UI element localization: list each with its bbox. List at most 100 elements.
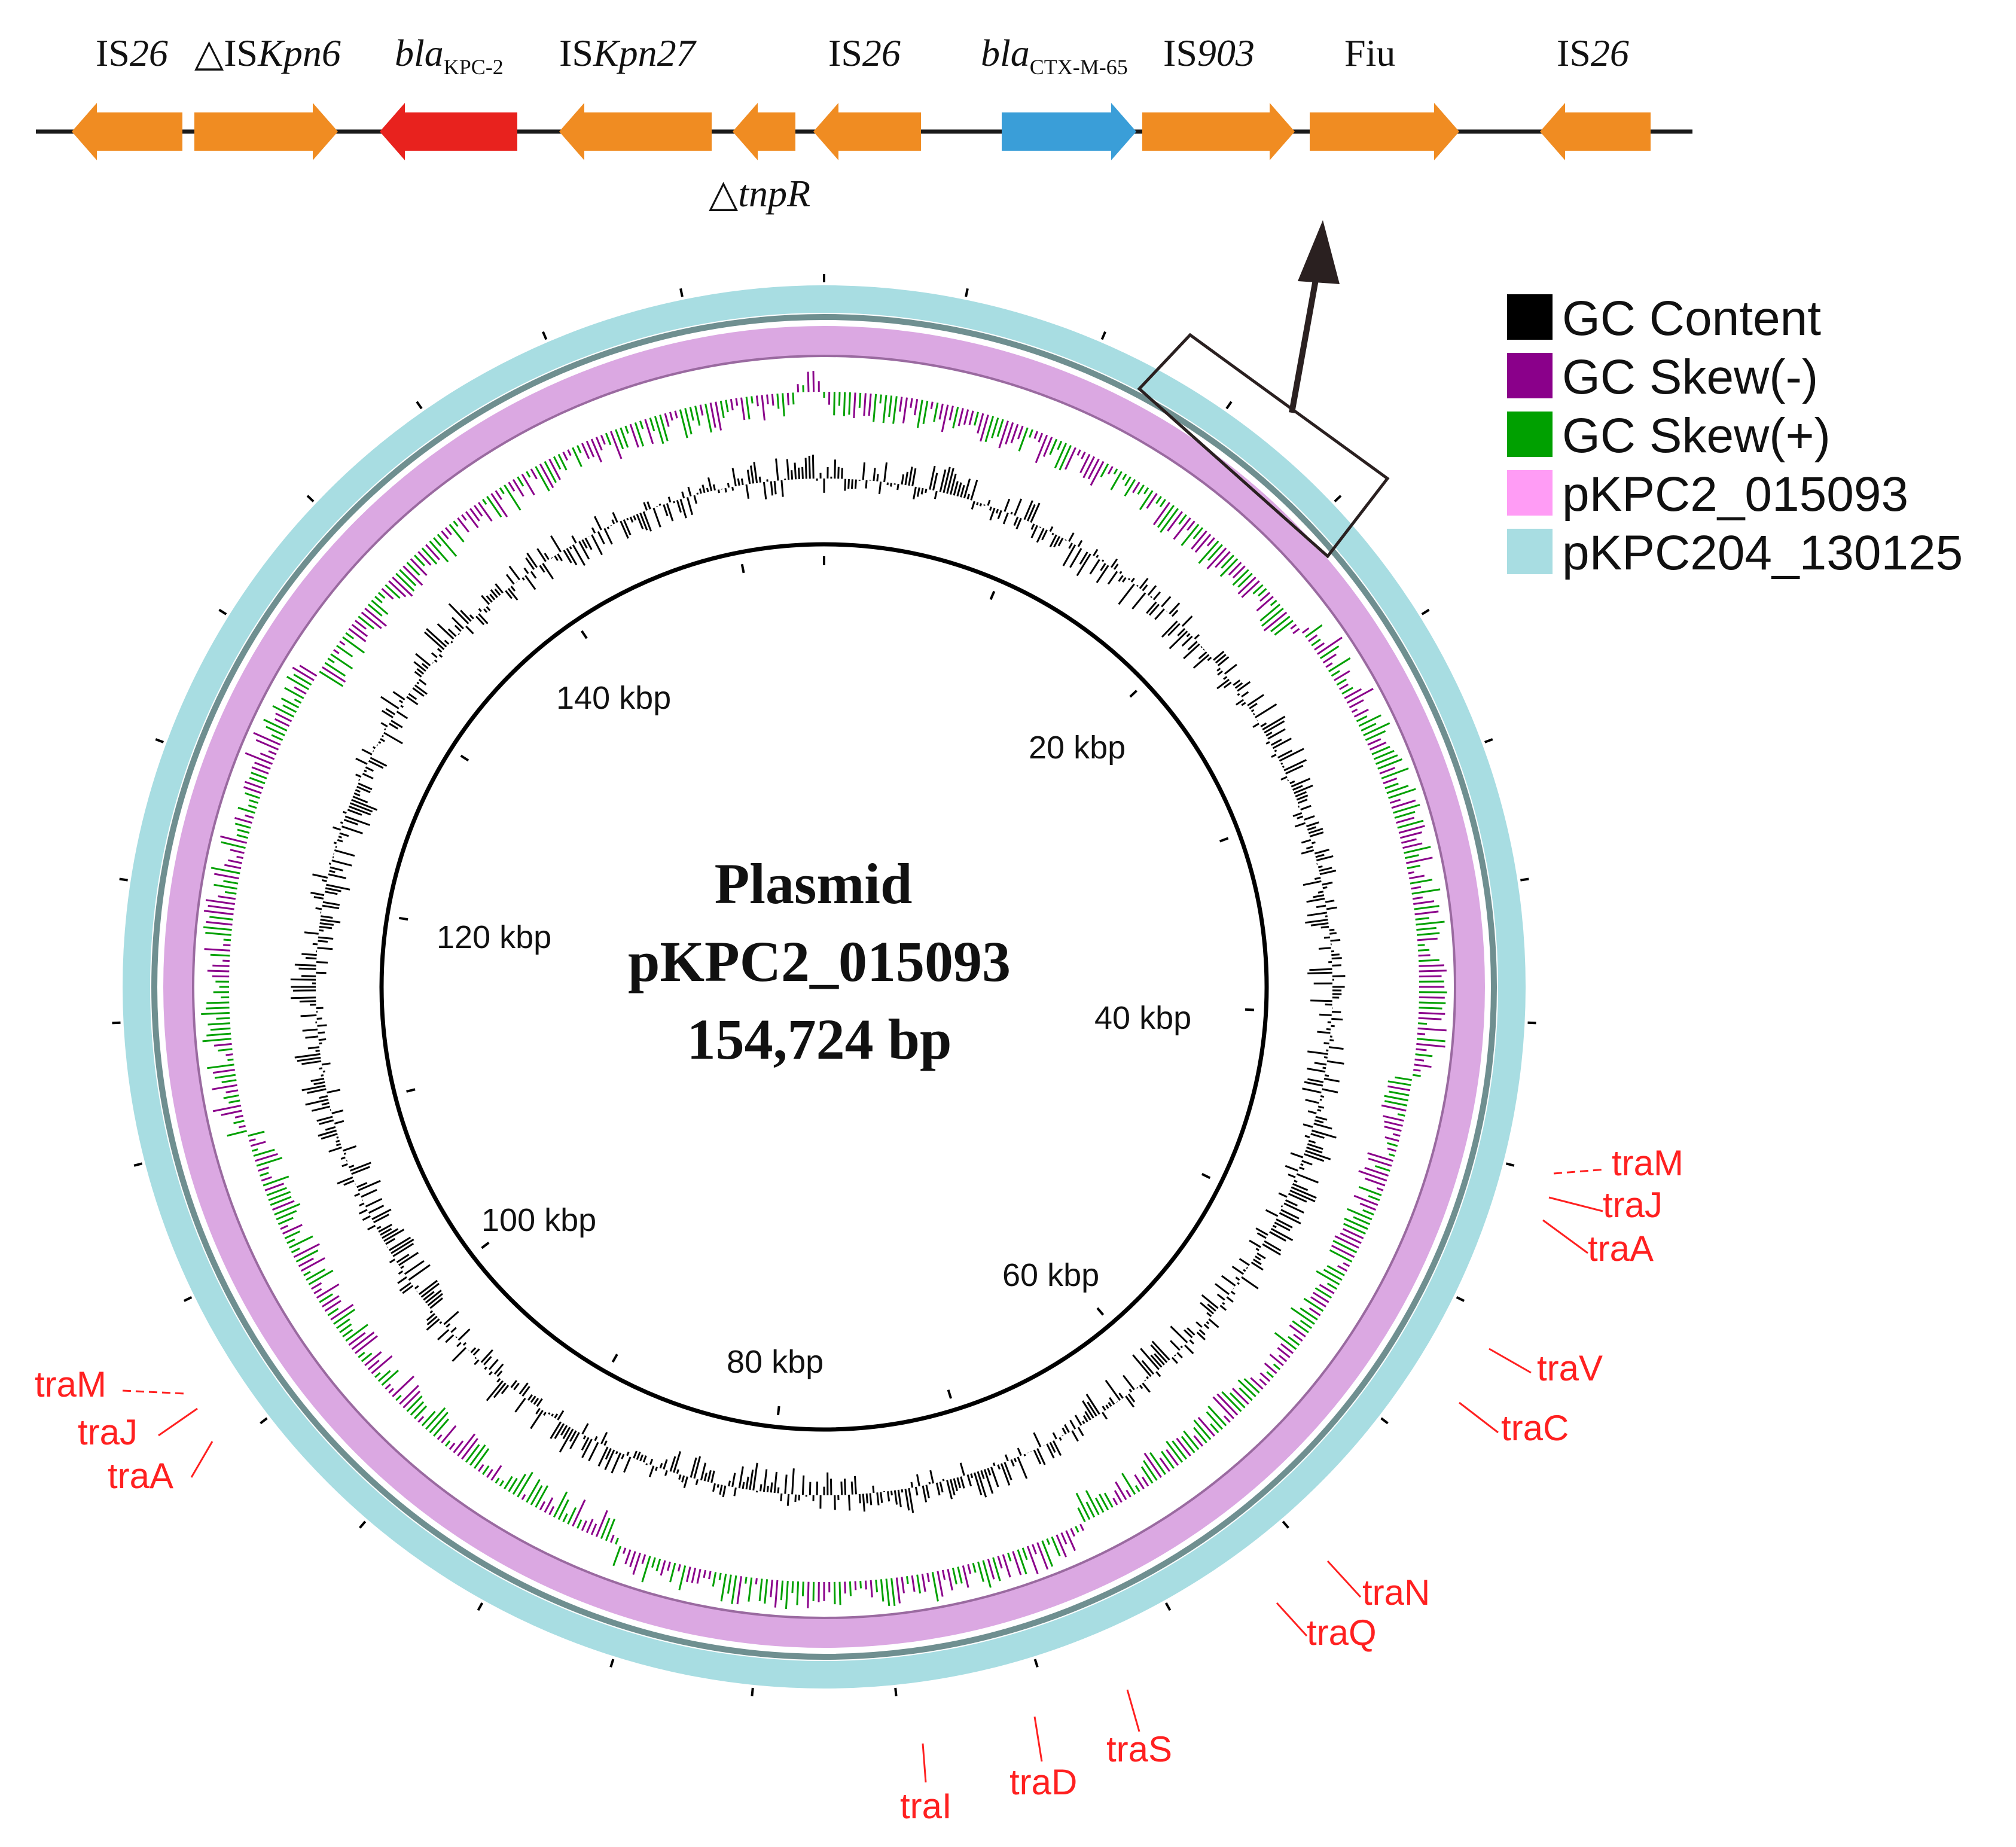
outer-tick [260, 1417, 268, 1425]
outer-tick [359, 1520, 367, 1529]
gene-arrows [72, 103, 1651, 160]
legend-label-gc-content: GC Content [1562, 291, 1821, 346]
kbp-label-20: 20 kbp [1029, 730, 1126, 766]
tra-label-tram-left: traM [35, 1364, 106, 1404]
outer-tick [1225, 401, 1233, 410]
leader-traj-right [1548, 1196, 1603, 1212]
outer-ticks [112, 274, 1536, 1697]
gene-label-bla-ctx: blaCTX-M-65 [981, 32, 1128, 79]
outer-tick [965, 288, 969, 297]
leader-traq [1276, 1602, 1308, 1637]
gene-label-is903: IS903 [1163, 32, 1255, 74]
ring-pkpc2-015093-inner [192, 355, 1456, 1619]
legend-label-pkpc204: pKPC204_130125 [1562, 526, 1963, 580]
inner-tick [1129, 690, 1137, 698]
highlight-arrow-shaft [1289, 263, 1322, 413]
plasmid-title-line2: pKPC2_015093 [628, 929, 1011, 993]
outer-tick [306, 495, 315, 502]
gene-arrow-6 [1002, 103, 1136, 160]
inner-ticks [398, 556, 1255, 1416]
gene-arrow-2 [380, 103, 517, 160]
outer-tick [1520, 877, 1529, 882]
gc-skew-positive [201, 385, 1447, 1610]
inner-tick [581, 630, 588, 639]
outer-tick [416, 401, 423, 410]
outer-tick [1282, 1520, 1289, 1529]
tra-label-tras: traS [1106, 1729, 1172, 1769]
outer-tick [1484, 738, 1493, 743]
leader-tram-right [1553, 1168, 1606, 1175]
outer-tick [183, 1296, 193, 1302]
legend-label-gc-skew-neg: GC Skew(-) [1562, 350, 1818, 404]
gene-label-is26-3: IS26 [1557, 32, 1629, 74]
inner-tick [1096, 1307, 1105, 1316]
legend-swatch-gc-skew-pos [1507, 412, 1553, 457]
leader-tras [1126, 1689, 1140, 1732]
legend-label-gc-skew-pos: GC Skew(+) [1562, 409, 1831, 463]
gc-content-track [290, 455, 1346, 1513]
gc-skew-negative [203, 371, 1447, 1608]
inner-tick [740, 563, 745, 574]
leader-trac [1459, 1401, 1499, 1434]
legend-swatch-gc-content [1507, 294, 1553, 340]
ring-pkpc204-130125 [123, 285, 1526, 1688]
ring-pkpc2-015093 [163, 326, 1485, 1648]
inner-tick [777, 1406, 780, 1416]
inner-tick [481, 1241, 490, 1249]
highlight-box [1137, 333, 1390, 559]
inner-tick [1219, 837, 1229, 843]
tra-label-traa-left: traA [108, 1456, 173, 1496]
leader-trad [1033, 1716, 1043, 1762]
tra-label-traj-left: traJ [78, 1412, 138, 1452]
inner-tick [947, 1389, 953, 1399]
outer-tick [1505, 1162, 1515, 1167]
leader-traa-right [1542, 1219, 1588, 1254]
legend-swatch-gc-skew-neg [1507, 353, 1553, 398]
outer-tick [1380, 1417, 1389, 1425]
legend: GC Content GC Skew(-) GC Skew(+) pKPC2_0… [1507, 291, 1963, 580]
leader-trai [922, 1743, 927, 1783]
kbp-label-80: 80 kbp [727, 1344, 824, 1380]
tra-label-trai: traI [900, 1786, 952, 1826]
kbp-label-120: 120 kbp [437, 919, 551, 955]
tra-label-traj-right: traJ [1603, 1185, 1663, 1225]
gene-arrow-9 [1540, 103, 1651, 160]
outer-tick [1164, 1602, 1172, 1611]
gene-arrow-0 [72, 103, 182, 160]
outer-tick [119, 877, 128, 882]
kbp-label-40: 40 kbp [1094, 1000, 1191, 1036]
outer-tick [1456, 1296, 1465, 1302]
outer-tick [1100, 331, 1106, 340]
gene-arrow-5 [813, 103, 921, 160]
gene-map: IS26 △ISKpn6 blaKPC-2 ISKpn27 △tnpR IS26… [36, 32, 1692, 215]
gene-label-iskpn27: ISKpn27 [559, 32, 697, 74]
backbone-circle [379, 542, 1269, 1432]
leader-trav [1489, 1348, 1532, 1374]
outer-tick [679, 288, 684, 297]
ring-separator [151, 314, 1497, 1660]
outer-tick [218, 608, 227, 615]
outer-tick [133, 1162, 143, 1167]
outer-tick [477, 1602, 484, 1611]
outer-tick [155, 738, 164, 743]
inner-tick [406, 1088, 416, 1093]
leader-tram-left [122, 1389, 186, 1395]
inner-tick [989, 590, 996, 601]
gene-arrow-1 [194, 103, 338, 160]
gene-label-is26-1: IS26 [96, 32, 168, 74]
tra-label-tran: traN [1362, 1572, 1430, 1613]
tra-gene-texts: traM traJ traA traV traC traN traQ traS … [35, 1143, 1683, 1826]
legend-swatch-pkpc2 [1507, 470, 1553, 516]
plasmid-title-line3: 154,724 bp [687, 1007, 952, 1071]
circular-plasmid-map: 140 kbp 20 kbp 120 kbp 40 kbp 100 kbp 60… [112, 274, 1536, 1697]
leader-traa-left [190, 1441, 214, 1478]
tra-label-traq: traQ [1307, 1613, 1377, 1653]
gene-arrow-3 [559, 103, 712, 160]
outer-tick [609, 1659, 615, 1668]
tra-gene-labels [122, 1168, 1606, 1783]
gc-skew-track [201, 371, 1447, 1610]
tra-label-trad: traD [1009, 1762, 1077, 1802]
kbp-label-100: 100 kbp [481, 1202, 596, 1238]
gene-label-iskpn6: △ISKpn6 [194, 32, 341, 74]
